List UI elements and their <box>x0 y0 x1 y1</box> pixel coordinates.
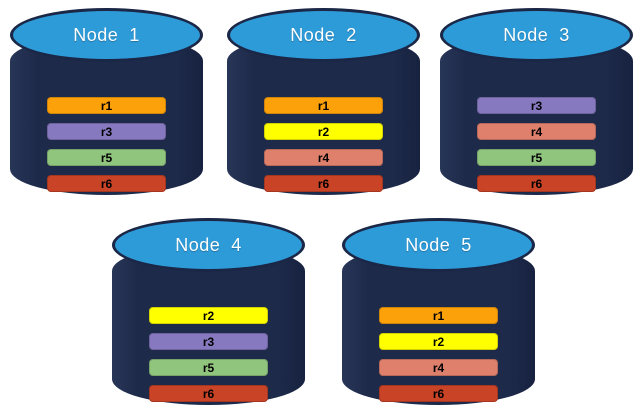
replica-bar-r2: r2 <box>149 307 268 324</box>
replica-label: r1 <box>100 98 113 113</box>
replica-label: r5 <box>530 150 543 165</box>
node-title: Node 5 <box>405 234 472 255</box>
replica-label: r6 <box>432 386 445 401</box>
replica-bar-r5: r5 <box>149 359 268 376</box>
replica-bar-r5: r5 <box>47 149 166 166</box>
replica-label: r2 <box>317 124 330 139</box>
cylinder-top: Node 3 <box>440 8 633 62</box>
replica-bar-r1: r1 <box>379 307 498 324</box>
replica-label: r2 <box>202 308 215 323</box>
replica-bar-r4: r4 <box>264 149 383 166</box>
replica-bar-r5: r5 <box>477 149 596 166</box>
replica-list: r1 r3 r5 r6 <box>47 97 166 192</box>
replica-label: r4 <box>317 150 330 165</box>
replica-list: r1 r2 r4 r6 <box>264 97 383 192</box>
replica-label: r4 <box>530 124 543 139</box>
node-cylinder-5: r1 r2 r4 r6 Node 5 <box>342 218 535 405</box>
node-cylinder-3: r3 r4 r5 r6 Node 3 <box>440 8 633 195</box>
replica-label: r5 <box>202 360 215 375</box>
replica-list: r3 r4 r5 r6 <box>477 97 596 192</box>
node-cylinder-4: r2 r3 r5 r6 Node 4 <box>112 218 305 405</box>
replica-bar-r2: r2 <box>264 123 383 140</box>
replica-bar-r4: r4 <box>477 123 596 140</box>
cylinder-top: Node 1 <box>10 8 203 62</box>
replica-bar-r1: r1 <box>264 97 383 114</box>
replica-bar-r6: r6 <box>47 175 166 192</box>
cylinder-top: Node 2 <box>227 8 420 62</box>
replica-label: r1 <box>317 98 330 113</box>
node-title: Node 4 <box>175 234 242 255</box>
node-cylinder-1: r1 r3 r5 r6 Node 1 <box>10 8 203 195</box>
replica-label: r6 <box>100 176 113 191</box>
replica-bar-r6: r6 <box>379 385 498 402</box>
replica-list: r2 r3 r5 r6 <box>149 307 268 402</box>
cylinder-body: r2 r3 r5 r6 <box>112 245 305 405</box>
replica-label: r1 <box>432 308 445 323</box>
replica-list: r1 r2 r4 r6 <box>379 307 498 402</box>
replica-bar-r3: r3 <box>477 97 596 114</box>
replica-bar-r3: r3 <box>47 123 166 140</box>
replica-bar-r6: r6 <box>149 385 268 402</box>
replica-bar-r3: r3 <box>149 333 268 350</box>
node-title: Node 3 <box>503 24 570 45</box>
replica-bar-r6: r6 <box>477 175 596 192</box>
cylinder-top: Node 4 <box>112 218 305 272</box>
replica-bar-r2: r2 <box>379 333 498 350</box>
replica-label: r3 <box>202 334 215 349</box>
replica-label: r4 <box>432 360 445 375</box>
node-title: Node 2 <box>290 24 357 45</box>
replica-label: r3 <box>100 124 113 139</box>
replica-label: r3 <box>530 98 543 113</box>
replica-label: r5 <box>100 150 113 165</box>
replica-label: r6 <box>530 176 543 191</box>
replica-label: r6 <box>317 176 330 191</box>
node-title: Node 1 <box>73 24 140 45</box>
cylinder-top: Node 5 <box>342 218 535 272</box>
replica-label: r2 <box>432 334 445 349</box>
replica-bar-r1: r1 <box>47 97 166 114</box>
node-cylinder-2: r1 r2 r4 r6 Node 2 <box>227 8 420 195</box>
replica-bar-r4: r4 <box>379 359 498 376</box>
replica-label: r6 <box>202 386 215 401</box>
replica-bar-r6: r6 <box>264 175 383 192</box>
